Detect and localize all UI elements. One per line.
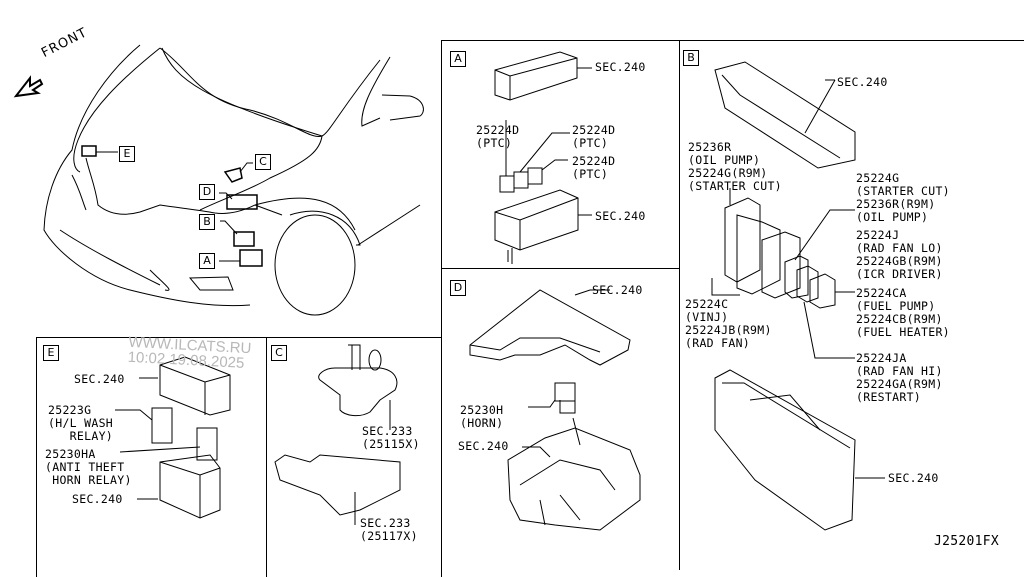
panel-d-tag: D — [450, 280, 466, 296]
panel-c-label-bracket: SEC.233 (25117X) — [360, 516, 418, 543]
panel-b-label-fuel-pump: 25224CA (FUEL PUMP) 25224CB(R9M) (FUEL H… — [856, 286, 950, 339]
panel-b-tag: B — [683, 50, 699, 66]
overview-components — [81, 145, 263, 267]
panel-b-label-oil-pump: 25236R (OIL PUMP) 25224G(R9M) (STARTER C… — [688, 140, 782, 193]
leader-d — [219, 192, 233, 200]
line-art — [13, 44, 885, 531]
panel-b-label-cover: SEC.240 — [837, 75, 888, 89]
callout-d[interactable]: D — [199, 184, 215, 200]
panel-a-art — [494, 51, 592, 264]
panel-e-art — [115, 356, 231, 519]
panel-b-label-vinj: 25224C (VINJ) 25224JB(R9M) (RAD FAN) — [685, 297, 772, 350]
callout-e[interactable]: E — [119, 146, 135, 162]
panel-c-border — [266, 337, 442, 577]
panel-e-label-hl-wash: 25223G (H/L WASH RELAY) — [48, 403, 114, 443]
callout-a[interactable]: A — [199, 253, 215, 269]
panel-e-label-anti-theft: 25230HA (ANTI THEFT HORN RELAY) — [45, 447, 132, 487]
panel-b-label-starter-cut: 25224G (STARTER CUT) 25236R(R9M) (OIL PU… — [856, 171, 950, 224]
watermark: WWW.ILCATS.RU 10:02 19.08.2025 — [127, 334, 252, 372]
callout-b[interactable]: B — [199, 214, 215, 230]
callout-c[interactable]: C — [255, 154, 271, 170]
panel-d-label-horn: 25230H (HORN) — [460, 403, 504, 430]
leader-b — [220, 220, 238, 235]
panel-e-label-cover: SEC.240 — [74, 372, 125, 386]
panel-e-tag: E — [43, 345, 59, 361]
diagram-code: J25201FX — [934, 534, 1000, 549]
front-arrow-icon — [13, 75, 44, 98]
panel-c-art — [274, 344, 401, 525]
panel-e-border — [36, 337, 267, 577]
panel-e-label-base: SEC.240 — [72, 492, 123, 506]
panel-a-label-relay-1: 25224D (PTC) — [476, 123, 520, 150]
leader-c — [239, 162, 253, 173]
panel-b-art — [711, 61, 885, 531]
panel-b-label-rad-fan-lo: 25224J (RAD FAN LO) 25224GB(R9M) (ICR DR… — [856, 228, 943, 281]
panel-d-art — [469, 289, 641, 531]
panel-b-label-base: SEC.240 — [888, 471, 939, 485]
panel-a-tag: A — [450, 51, 466, 67]
panel-a-label-relay-2: 25224D (PTC) — [572, 123, 616, 150]
panel-a-label-base: SEC.240 — [595, 209, 646, 223]
panel-d-label-cover: SEC.240 — [592, 283, 643, 297]
panel-a-label-cover: SEC.240 — [595, 60, 646, 74]
panel-d-label-base: SEC.240 — [458, 439, 509, 453]
panel-b-label-rad-fan-hi: 25224JA (RAD FAN HI) 25224GA(R9M) (RESTA… — [856, 351, 943, 404]
panel-c-tag: C — [271, 345, 287, 361]
panel-c-label-solenoid: SEC.233 (25115X) — [362, 424, 420, 451]
panel-a-label-relay-3: 25224D (PTC) — [572, 154, 616, 181]
car-outline — [43, 44, 424, 316]
